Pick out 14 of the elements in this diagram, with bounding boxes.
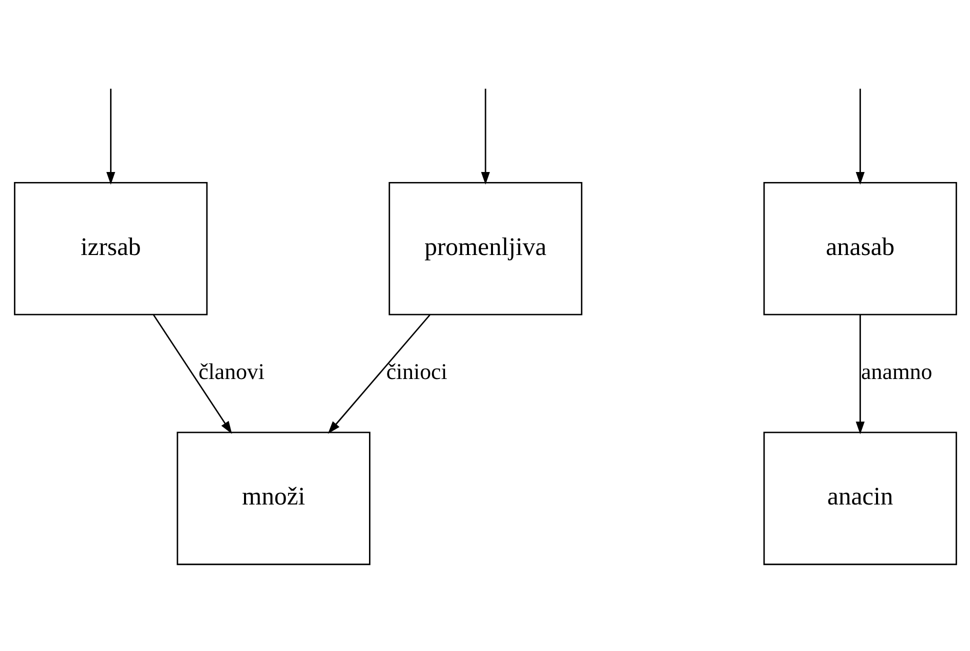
node-box: anacin bbox=[762, 431, 957, 565]
node-box: promenljiva bbox=[388, 181, 582, 315]
node-box: izrsab bbox=[13, 181, 208, 315]
node-box: anasab bbox=[762, 181, 957, 315]
arrow bbox=[327, 314, 430, 434]
edge-label: članovi bbox=[198, 358, 264, 384]
arrow bbox=[480, 88, 490, 184]
edge-label: anamno bbox=[860, 358, 932, 384]
arrow bbox=[152, 314, 232, 434]
arrow bbox=[106, 88, 115, 184]
edge-label: činioci bbox=[386, 358, 447, 384]
node-box: množi bbox=[176, 431, 370, 565]
arrow bbox=[855, 88, 864, 184]
arrow bbox=[855, 314, 864, 434]
